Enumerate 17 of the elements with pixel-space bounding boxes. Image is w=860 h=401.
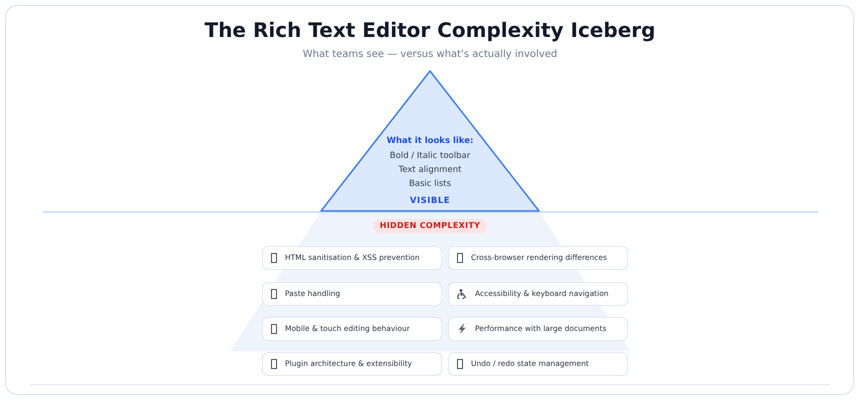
iceberg-tip — [320, 70, 540, 212]
feature-card — [448, 282, 628, 306]
section-heading: What it looks like: — [386, 135, 474, 147]
zone-label: HIDDEN COMPLEXITY — [372, 219, 488, 233]
feature-card — [262, 282, 442, 306]
feature-text: Text alignment — [398, 164, 462, 176]
feature-card — [262, 317, 442, 341]
zone-label: VISIBLE — [410, 195, 450, 207]
feature-card — [262, 246, 442, 270]
feature-card — [448, 317, 628, 341]
feature-card — [448, 352, 628, 376]
subtitle: What teams see — versus what's actually involved — [302, 48, 558, 61]
feature-card — [448, 246, 628, 270]
feature-card — [262, 352, 442, 376]
title: The Rich Text Editor Complexity Iceberg — [204, 17, 656, 43]
feature-text: Basic lists — [408, 178, 452, 190]
feature-text: Bold / Italic toolbar — [390, 150, 470, 162]
